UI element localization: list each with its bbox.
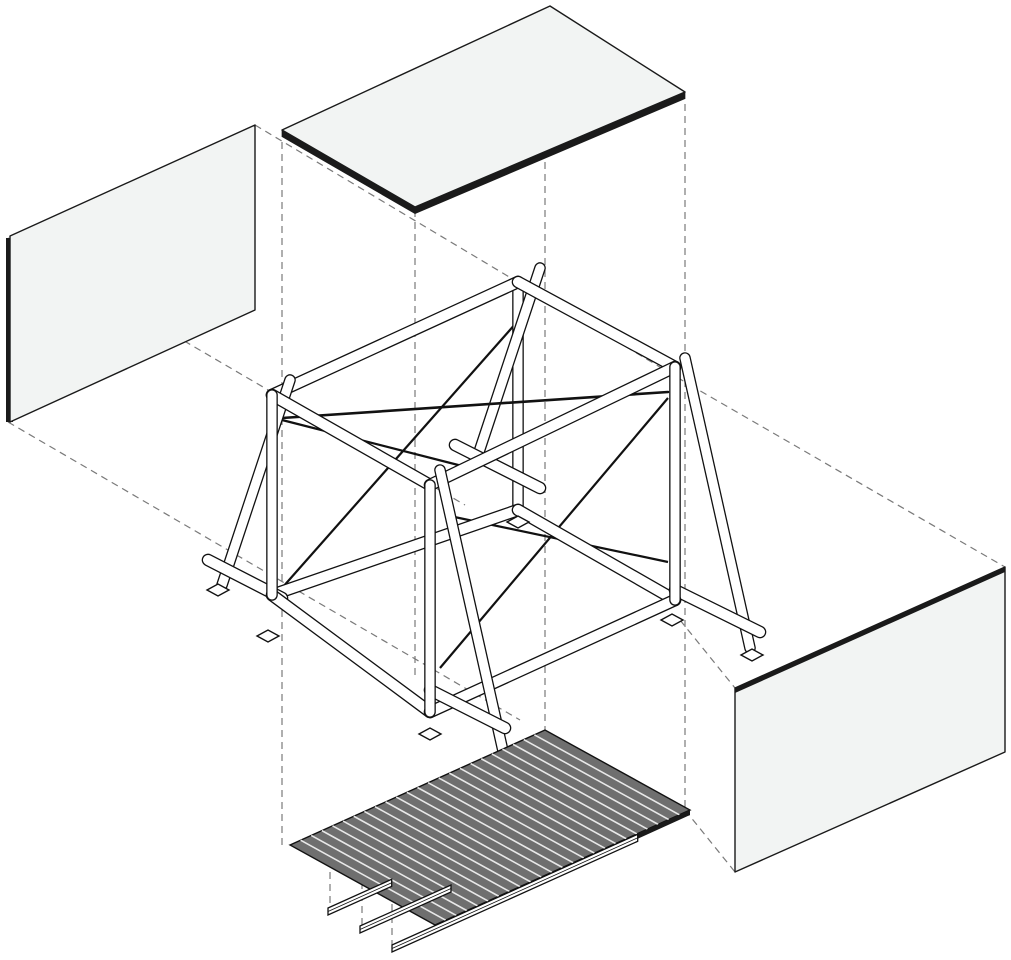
base-plate bbox=[255, 629, 281, 643]
floor-joist bbox=[359, 883, 452, 935]
deck-rib bbox=[332, 825, 478, 907]
deck-rib bbox=[533, 734, 680, 816]
deck-rib bbox=[523, 738, 670, 821]
guide-line bbox=[689, 384, 1006, 568]
top-beam-front-left bbox=[265, 388, 437, 492]
deck-rib bbox=[342, 820, 489, 902]
deck-rib bbox=[385, 801, 532, 883]
back-brace bbox=[472, 262, 546, 461]
front-brace bbox=[434, 464, 511, 766]
bottom-beam-left bbox=[265, 503, 525, 602]
base-plate bbox=[417, 727, 443, 741]
front-foot-beam bbox=[423, 683, 512, 735]
top-beam-front-right bbox=[423, 360, 682, 492]
base-plate bbox=[659, 613, 685, 627]
center-beam-body bbox=[450, 440, 545, 493]
top-panel-face bbox=[281, 5, 686, 208]
deck-rib bbox=[395, 796, 542, 878]
cross-cable bbox=[281, 304, 533, 589]
deck-rib bbox=[470, 762, 617, 845]
deck-rib bbox=[448, 772, 595, 854]
deck-rib bbox=[321, 829, 468, 912]
bottom-beam-front-right-body bbox=[425, 595, 680, 717]
right-foot-beam bbox=[668, 583, 767, 639]
top-beam-left bbox=[265, 275, 525, 402]
top-panel bbox=[281, 5, 686, 214]
deck-rib bbox=[459, 767, 606, 850]
top-beam-back-body bbox=[513, 277, 680, 372]
left-brace bbox=[216, 374, 296, 591]
deck-rib bbox=[374, 805, 521, 888]
front-foot-beam-body bbox=[425, 685, 510, 733]
base-plate bbox=[505, 515, 531, 529]
deck-rib bbox=[438, 777, 585, 859]
right-brace bbox=[679, 352, 756, 654]
top-beam-left-body bbox=[267, 277, 523, 400]
left-brace-body bbox=[217, 375, 295, 590]
deck-rib bbox=[491, 753, 638, 835]
right-panel-edge bbox=[735, 567, 1005, 693]
right-panel-face bbox=[734, 566, 1006, 873]
bottom-beam-back-body bbox=[513, 505, 680, 605]
joist-line bbox=[327, 882, 392, 912]
top-beam-front-left-body bbox=[267, 390, 435, 490]
base-plate bbox=[205, 583, 231, 597]
deck-rib bbox=[512, 743, 659, 826]
floor-joist bbox=[327, 878, 393, 917]
deck-rib bbox=[406, 791, 553, 873]
cross-cable bbox=[281, 418, 471, 470]
top-beam-front-right-body bbox=[425, 362, 680, 490]
right-foot-beam-body bbox=[670, 585, 765, 637]
deck-rib bbox=[427, 782, 574, 864]
floor-deck bbox=[288, 729, 692, 954]
left-panel-face bbox=[9, 124, 256, 423]
bottom-beam-back bbox=[511, 503, 682, 607]
deck-rib bbox=[353, 815, 500, 897]
right-panel bbox=[734, 566, 1006, 873]
right-brace-body bbox=[680, 353, 755, 653]
left-panel bbox=[6, 124, 256, 423]
back-brace-body bbox=[473, 263, 545, 460]
guide-line bbox=[679, 619, 736, 689]
frame bbox=[201, 262, 767, 775]
bottom-beam-front-right bbox=[423, 593, 682, 719]
deck-rib bbox=[480, 758, 627, 840]
top-panel-edge bbox=[282, 130, 415, 214]
base-plate bbox=[739, 648, 765, 662]
deck-rib bbox=[363, 810, 510, 893]
top-panel-edge bbox=[415, 92, 685, 214]
bottom-beam-front-left-body bbox=[267, 590, 435, 717]
top-beam-back bbox=[511, 275, 682, 374]
deck-rib bbox=[502, 748, 648, 830]
center-beam bbox=[448, 438, 547, 495]
deck-rib bbox=[310, 834, 457, 917]
bottom-beam-front-left bbox=[265, 588, 437, 719]
joist-line bbox=[359, 888, 452, 930]
joist-line bbox=[391, 837, 638, 949]
guide-line bbox=[684, 809, 736, 873]
front-brace-body bbox=[435, 465, 510, 765]
floor-joist bbox=[391, 833, 639, 954]
bottom-beam-left-body bbox=[267, 505, 523, 600]
deck-rib bbox=[300, 839, 447, 921]
deck-rib bbox=[417, 786, 563, 869]
